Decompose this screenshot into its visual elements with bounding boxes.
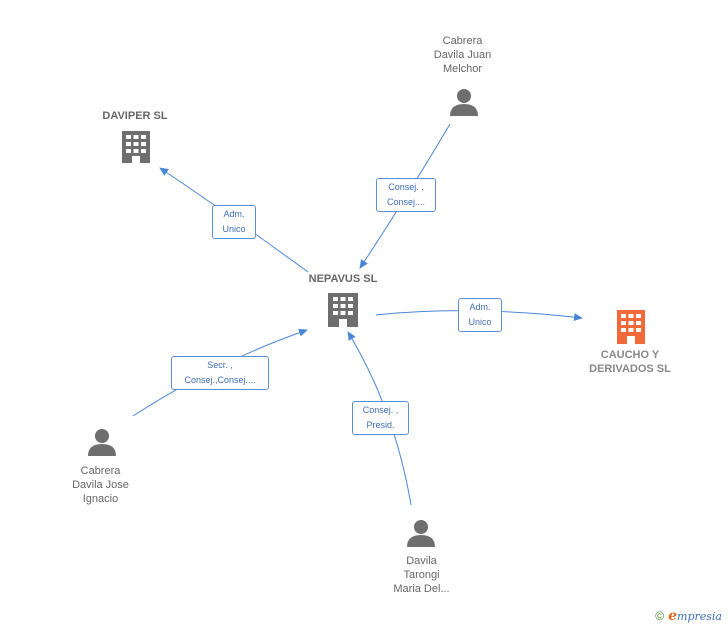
person-icon[interactable]: [407, 520, 435, 547]
building-icon[interactable]: [122, 131, 150, 163]
building-icon[interactable]: [617, 310, 645, 344]
node-label-nepavus[interactable]: NEPAVUS SL: [308, 273, 378, 285]
copyright-icon: ©: [655, 609, 665, 623]
node-label-caucho[interactable]: CAUCHO Y DERIVADOS SL: [589, 349, 671, 375]
edge-label-daviper[interactable]: Adm. Unico: [212, 205, 256, 239]
node-label-daviper[interactable]: DAVIPER SL: [102, 110, 168, 122]
node-label-cabrera-jose[interactable]: Cabrera Davila Jose Ignacio: [72, 465, 129, 505]
building-icon[interactable]: [328, 293, 358, 327]
edge-label-caucho[interactable]: Adm. Unico: [458, 298, 502, 332]
node-label-davila-tarongi[interactable]: Davila Tarongi Maria Del...: [393, 555, 450, 595]
footer-brand: ©empresia: [655, 608, 722, 624]
brand-logo: empresia: [668, 608, 722, 624]
node-label-cabrera-juan[interactable]: Cabrera Davila Juan Melchor: [433, 35, 492, 75]
person-icon[interactable]: [450, 89, 478, 116]
edge-label-juan[interactable]: Consej. , Consej....: [376, 178, 436, 212]
person-icon[interactable]: [88, 429, 116, 456]
edge-label-jose[interactable]: Secr. , Consej.,Consej....: [171, 356, 269, 390]
edge-label-tarongi[interactable]: Consej. , Presid.: [352, 401, 409, 435]
